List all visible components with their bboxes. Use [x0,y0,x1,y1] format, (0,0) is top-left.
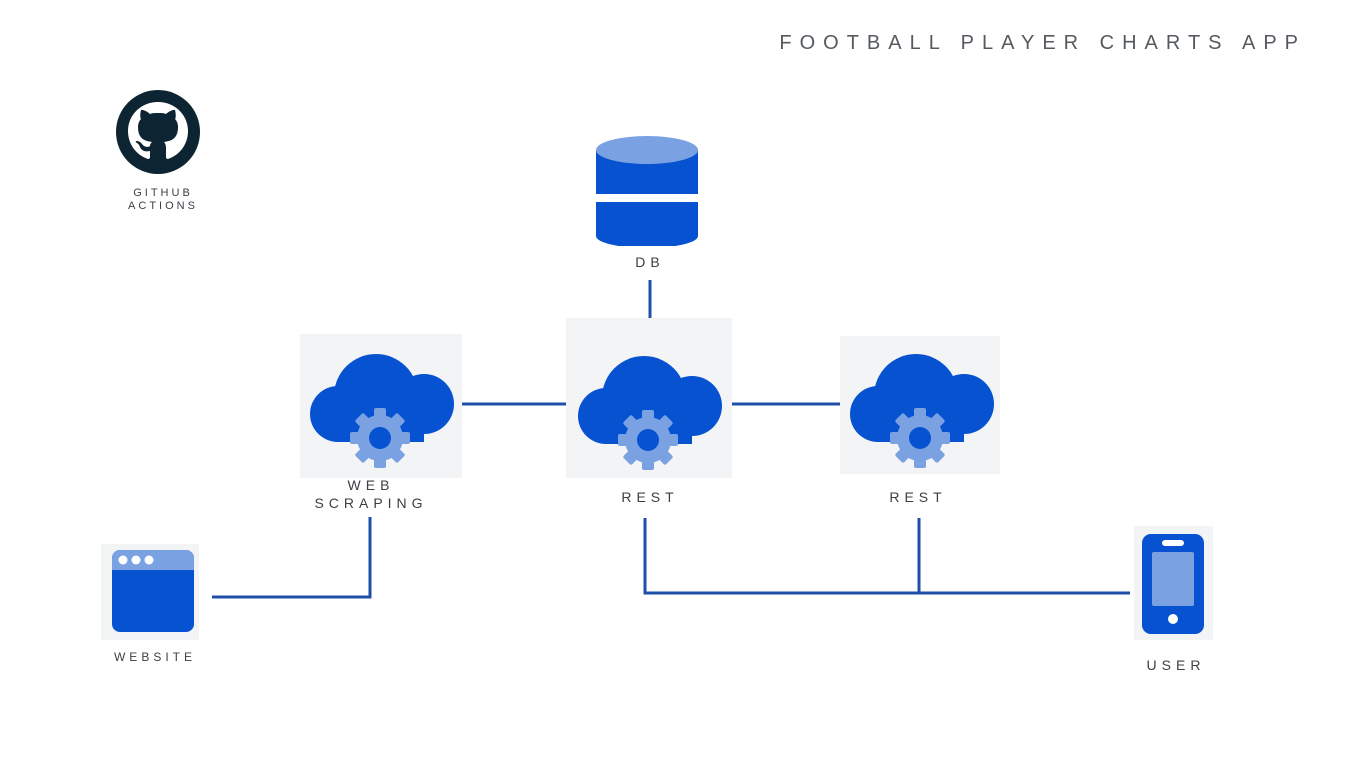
rest-1-label: REST [621,489,679,505]
db-label: DB [635,254,665,270]
cloud-gear-icon [850,354,994,468]
web-scraping-node [308,350,456,470]
database-icon [596,136,698,248]
cloud-gear-icon [310,354,454,468]
github-icon [116,90,200,174]
rest-2-label: REST [889,489,947,505]
user-label: USER [1146,657,1206,673]
db-node [590,128,702,248]
edge-website-scraping [212,517,372,599]
web-scraping-label: WEB SCRAPING [314,477,428,511]
edge-rest-user [643,518,1130,595]
github-actions-label: GITHUB ACTIONS [128,187,198,212]
browser-window-icon [112,550,194,632]
website-label: WEBSITE [113,650,196,664]
rest-2-node [848,350,996,470]
cloud-gear-icon [578,356,722,470]
smartphone-icon [1142,534,1204,634]
rest-1-node [576,352,724,472]
website-node [110,548,196,634]
github-actions-node [112,86,204,178]
user-node [1140,532,1206,636]
page-title: FOOTBALL PLAYER CHARTS APP [779,32,1306,54]
